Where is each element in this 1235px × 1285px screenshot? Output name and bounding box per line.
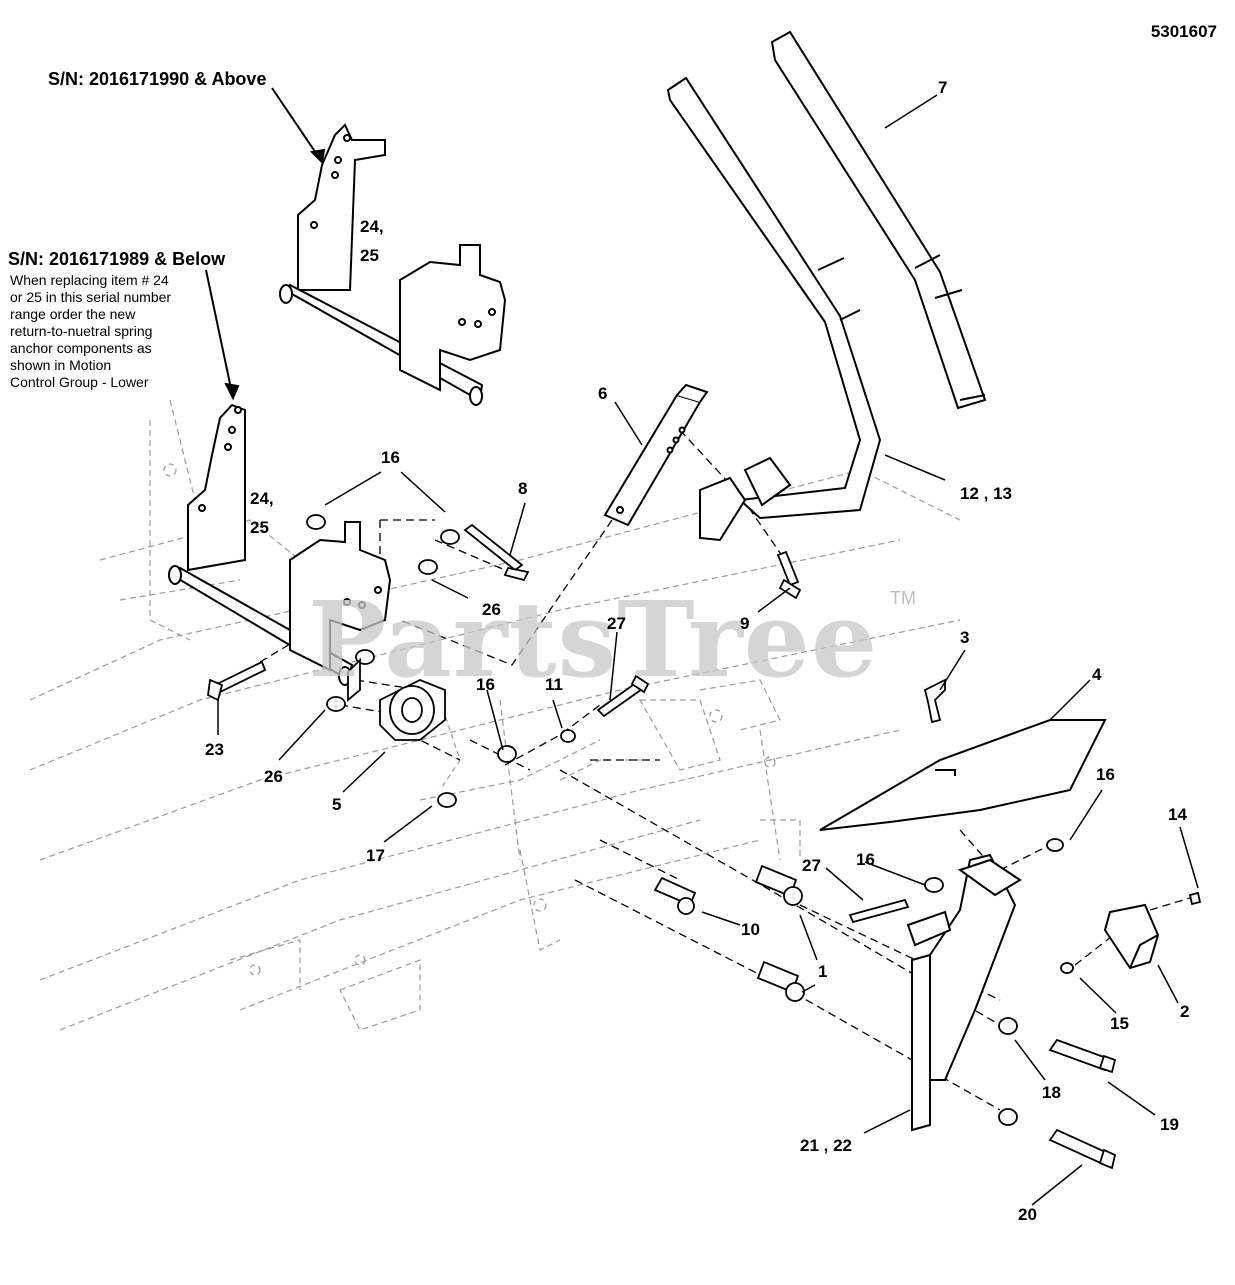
callout-label: 19 [1160, 1115, 1179, 1134]
serial-note-below: S/N: 2016171989 & Below [8, 249, 226, 269]
control-handle-12-13 [666, 76, 882, 542]
hardware [207, 514, 1202, 1170]
bolt-8 [463, 523, 524, 572]
callout-label: 4 [1092, 665, 1102, 684]
callout-pointers [217, 94, 1199, 1206]
callout-label: 1 [818, 962, 828, 981]
bracket-21-22 [906, 853, 1022, 1132]
callout-label: 7 [938, 78, 948, 97]
note-line: shown in Motion [10, 357, 112, 373]
arm-6 [603, 383, 709, 527]
callout-label: 20 [1018, 1205, 1037, 1224]
callout-label: 23 [205, 740, 224, 759]
callout-label: 16 [476, 675, 495, 694]
callout-label: 27 [607, 614, 626, 633]
callout-label: 6 [598, 384, 608, 403]
bushing-10 [653, 876, 697, 915]
callout-label: 2 [1180, 1002, 1190, 1021]
callout-label: 14 [1168, 805, 1187, 824]
callout-label: 25 [250, 518, 269, 537]
bushing-1-upper [754, 864, 803, 906]
figure-number: 5301607 [1150, 22, 1217, 41]
callout-label: 15 [1110, 1014, 1129, 1033]
callout-label: 27 [802, 856, 821, 875]
trademark-mark: TM [890, 588, 916, 608]
callout-label: 21 , 22 [800, 1136, 852, 1155]
plate-4 [819, 719, 1107, 831]
callout-label: 8 [518, 479, 528, 498]
serial-note-above: S/N: 2016171990 & Above [48, 69, 267, 89]
note-line: When replacing item # 24 [10, 272, 169, 288]
callout-label: 18 [1042, 1083, 1061, 1102]
screw-14 [1188, 891, 1202, 906]
callout-label: 17 [366, 846, 385, 865]
callout-label: 26 [264, 767, 283, 786]
note-line: range order the new [10, 306, 136, 322]
callout-label: 16 [1096, 765, 1115, 784]
callout-label: 24, [360, 217, 384, 236]
callout-label: 10 [741, 920, 760, 939]
serial-arrows [205, 87, 326, 401]
callout-label: 16 [381, 448, 400, 467]
bracket-24-25-lower [168, 403, 392, 686]
callout-label: 9 [740, 614, 750, 633]
bearing-5 [379, 679, 446, 741]
watermark: PartsTree [308, 578, 879, 701]
bolt-9 [776, 550, 800, 587]
note-line: anchor components as [10, 340, 152, 356]
bracket-24-25-upper [279, 123, 507, 406]
control-handle-7 [770, 30, 987, 410]
switch-2 [1103, 903, 1160, 970]
mower-frame-outline [29, 399, 961, 1031]
note-line: or 25 in this serial number [10, 289, 172, 305]
callout-label: 25 [360, 246, 379, 265]
callout-label: 26 [482, 600, 501, 619]
replacement-note: When replacing item # 24 or 25 in this s… [10, 272, 210, 391]
callout-label: 3 [960, 628, 970, 647]
callout-label: 12 , 13 [960, 484, 1012, 503]
bolt-23 [213, 660, 267, 695]
bolt-27-lower [848, 898, 910, 924]
note-line: return-to-nuetral spring [10, 323, 153, 339]
note-line: Control Group - Lower [10, 374, 149, 390]
callout-label: 24, [250, 489, 274, 508]
callout-label: 11 [545, 675, 563, 694]
bushing-1-lower [756, 960, 805, 1002]
callout-label: 16 [856, 850, 875, 869]
callout-label: 5 [332, 795, 342, 814]
